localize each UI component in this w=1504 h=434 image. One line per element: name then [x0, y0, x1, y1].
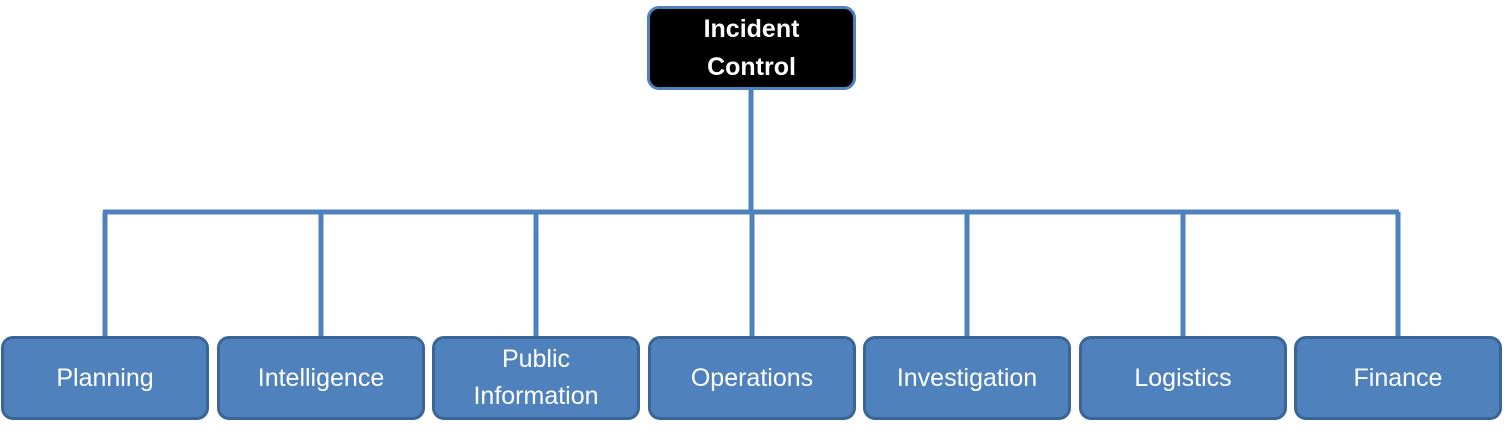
public-information-label-line2: Information: [473, 382, 599, 410]
operations-node: Operations: [648, 336, 856, 420]
public-information-label-line1: Public: [501, 345, 571, 373]
finance-label: Finance: [1353, 363, 1443, 392]
intelligence-label: Intelligence: [257, 363, 385, 392]
investigation-node: Investigation: [863, 336, 1071, 420]
public-information-node: Public Information: [432, 336, 640, 420]
incident-control-node: Incident Control: [647, 6, 856, 90]
investigation-label: Investigation: [896, 363, 1038, 392]
finance-node: Finance: [1294, 336, 1502, 420]
logistics-label: Logistics: [1134, 363, 1232, 392]
incident-control-label-line2: Control: [707, 53, 796, 81]
planning-label: Planning: [56, 363, 154, 392]
operations-label: Operations: [690, 363, 814, 392]
intelligence-node: Intelligence: [217, 336, 425, 420]
planning-node: Planning: [1, 336, 209, 420]
incident-control-label-line1: Incident: [703, 15, 800, 43]
logistics-node: Logistics: [1079, 336, 1287, 420]
